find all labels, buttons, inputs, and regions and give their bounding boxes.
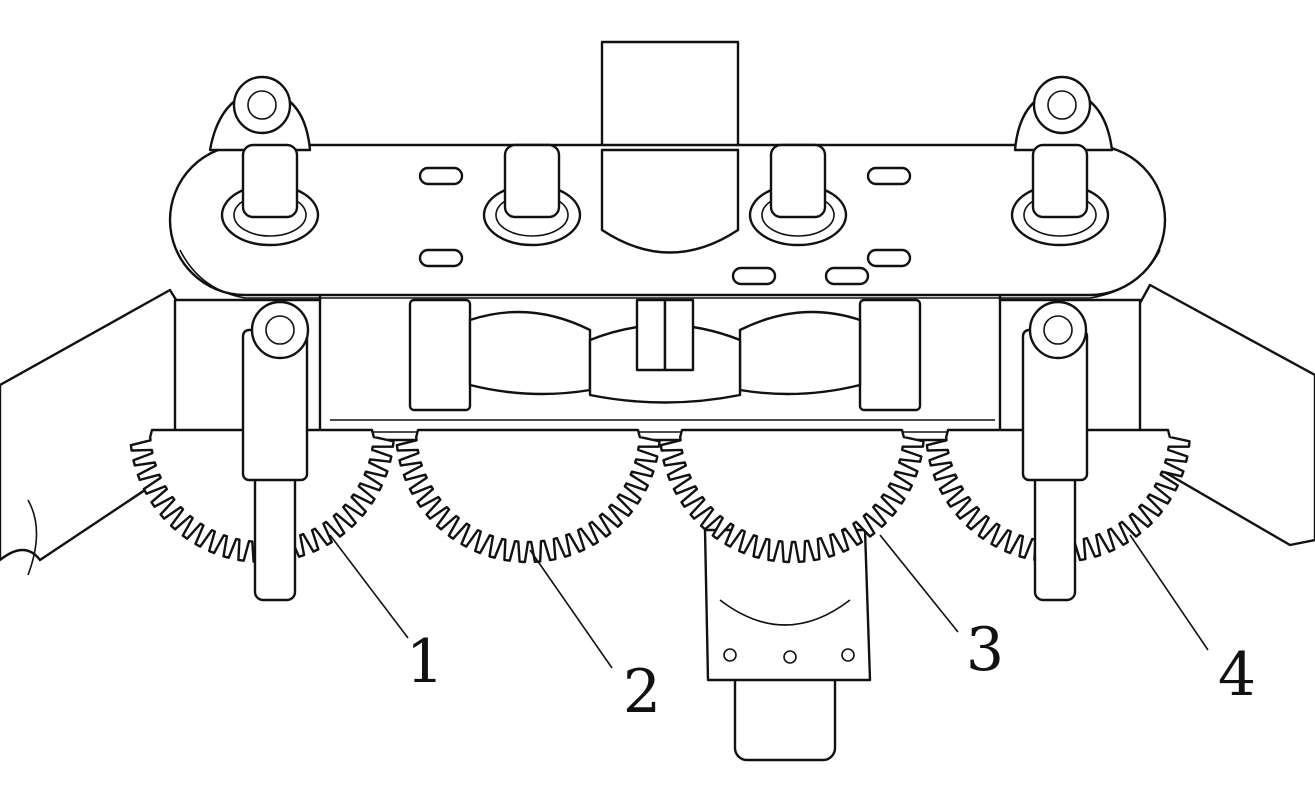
lower-housing	[173, 288, 1142, 462]
gear-2	[395, 428, 661, 564]
lower-drive	[703, 528, 872, 762]
shaft-bearings	[220, 143, 1110, 247]
leader-line-3	[879, 534, 959, 633]
callout-label-3: 3	[966, 615, 1004, 685]
top-plate	[168, 143, 1167, 299]
gear-3	[659, 428, 925, 564]
leader-line-4	[1129, 534, 1209, 651]
callout-label-2: 2	[623, 657, 661, 727]
corner-screws	[208, 75, 1114, 360]
leader-line-2	[529, 549, 613, 669]
callout-label-4: 4	[1218, 640, 1256, 710]
callout-label-1: 1	[406, 627, 444, 697]
leader-line-1	[329, 534, 409, 639]
